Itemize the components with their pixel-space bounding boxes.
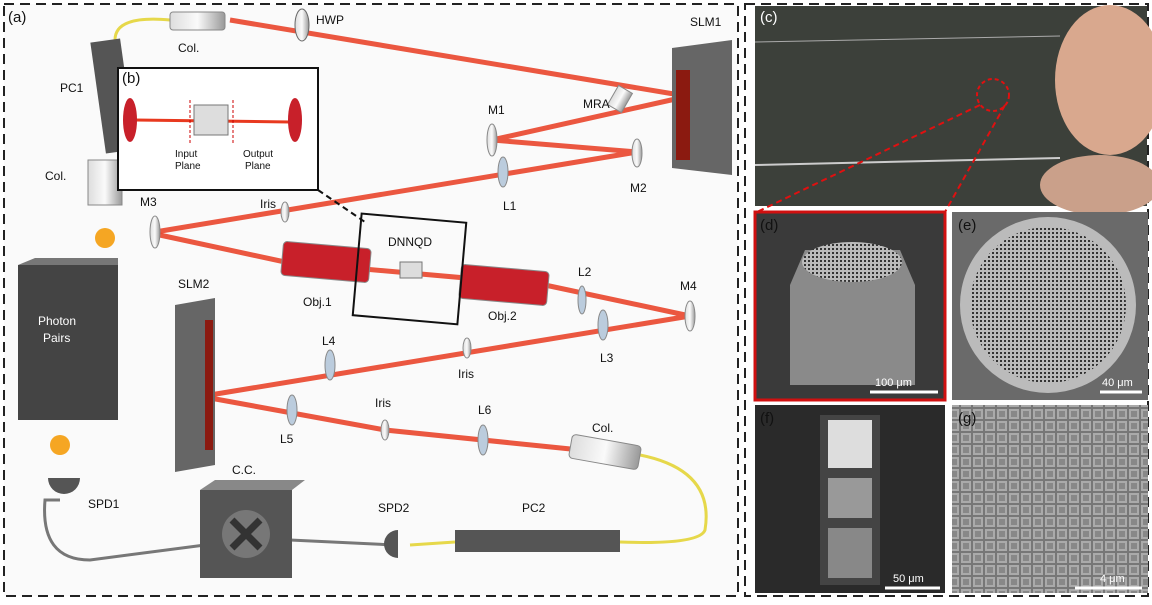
coincidence-counter: [200, 480, 305, 578]
spd1: [48, 478, 80, 494]
label-f: (f): [760, 410, 774, 427]
scale-label-f: 50 μm: [893, 573, 924, 585]
label-l6: L6: [478, 403, 492, 417]
label-pc1: PC1: [60, 81, 84, 95]
scale-label-g: 4 μm: [1100, 573, 1125, 585]
label-spd1: SPD1: [88, 497, 120, 511]
label-pc2: PC2: [522, 501, 546, 515]
label-slm1: SLM1: [690, 15, 722, 29]
label-m3: M3: [140, 195, 157, 209]
label-iris-2: Iris: [458, 367, 474, 381]
layer-2: [828, 478, 872, 518]
label-spd2: SPD2: [378, 501, 410, 515]
cable-spd1: [43, 498, 206, 562]
dnnqd-device: [399, 261, 423, 279]
label-e: (e): [958, 217, 976, 234]
objective-1: [280, 241, 372, 283]
lens-l3: [597, 309, 609, 341]
mra: [606, 84, 634, 114]
mirror-m2: [631, 138, 643, 168]
label-m2: M2: [630, 181, 647, 195]
label-col-left: Col.: [45, 169, 66, 183]
label-obj2: Obj.2: [488, 309, 517, 323]
label-c: (c): [760, 9, 778, 26]
objective-2: [458, 264, 550, 306]
label-l1: L1: [503, 199, 517, 213]
finger-bottom: [1040, 155, 1152, 215]
label-photon: Photon: [38, 314, 76, 328]
label-col-top: Col.: [178, 41, 199, 55]
slm1: [672, 40, 732, 175]
mirror-m4: [684, 300, 696, 332]
mirror-m3: [149, 215, 161, 249]
label-input: Input: [175, 149, 197, 160]
collimator-top: [169, 11, 226, 31]
lens-l4: [324, 349, 336, 381]
label-iris-1: Iris: [260, 197, 276, 211]
photon-pair-source: [18, 258, 118, 420]
scale-label-d: 100 μm: [875, 377, 912, 389]
zoom-line-right: [944, 104, 1006, 213]
label-hwp: HWP: [316, 13, 344, 27]
scale-label-e: 40 μm: [1102, 377, 1133, 389]
lens-l2: [577, 285, 587, 315]
dnnqd-pillar: [790, 250, 915, 385]
layer-1: [828, 420, 872, 468]
label-pairs: Pairs: [43, 331, 70, 345]
inset-objective-right: [288, 98, 302, 142]
mirror-m1: [486, 123, 498, 157]
sem-g: [952, 405, 1148, 593]
layer-3: [828, 528, 872, 578]
iris-2: [462, 337, 472, 359]
label-l4: L4: [322, 334, 336, 348]
zoom-line-left: [756, 104, 981, 213]
label-input-plane: Plane: [175, 161, 201, 172]
photon-icon-top: [95, 228, 115, 248]
label-l3: L3: [600, 351, 614, 365]
inset-dnnqd: [193, 104, 229, 136]
label-l2: L2: [578, 265, 592, 279]
label-obj1: Obj.1: [303, 295, 332, 309]
lens-l5: [286, 394, 298, 426]
pc2: [455, 530, 620, 552]
label-g: (g): [958, 410, 976, 427]
label-m1: M1: [488, 103, 505, 117]
right-panels-frame: [744, 3, 1149, 597]
label-col-right: Col.: [592, 421, 613, 435]
iris-1: [280, 201, 290, 223]
lens-l6: [477, 424, 489, 456]
iris-3: [380, 419, 390, 441]
pillar-top: [802, 242, 902, 282]
label-cc: C.C.: [232, 463, 256, 477]
label-m4: M4: [680, 279, 697, 293]
glass-edge-bottom: [754, 157, 1061, 166]
label-a: (a): [8, 9, 26, 26]
label-slm2: SLM2: [178, 277, 210, 291]
sample-highlight: [976, 78, 1010, 112]
finger-top: [1055, 5, 1152, 155]
photon-icon-bottom: [50, 435, 70, 455]
label-output: Output: [243, 149, 273, 160]
label-mra: MRA: [583, 97, 610, 111]
glass-edge-top: [754, 35, 1061, 43]
label-dnnqd: DNNQD: [388, 235, 432, 249]
collimator-right: [568, 434, 642, 470]
cable-spd2: [289, 538, 396, 547]
hwp: [294, 8, 310, 42]
label-d: (d): [760, 217, 778, 234]
fibers: [113, 17, 708, 547]
label-output-plane: Plane: [245, 161, 271, 172]
disc-pattern: [970, 227, 1126, 383]
spd2: [384, 530, 398, 558]
label-b: (b): [122, 70, 140, 87]
collimator-left: [87, 159, 123, 206]
label-l5: L5: [280, 432, 294, 446]
inset-objective-left: [123, 98, 137, 142]
dnnqd-box: [351, 212, 468, 326]
slm2: [175, 298, 215, 472]
label-iris-3: Iris: [375, 396, 391, 410]
lens-l1: [497, 156, 509, 188]
